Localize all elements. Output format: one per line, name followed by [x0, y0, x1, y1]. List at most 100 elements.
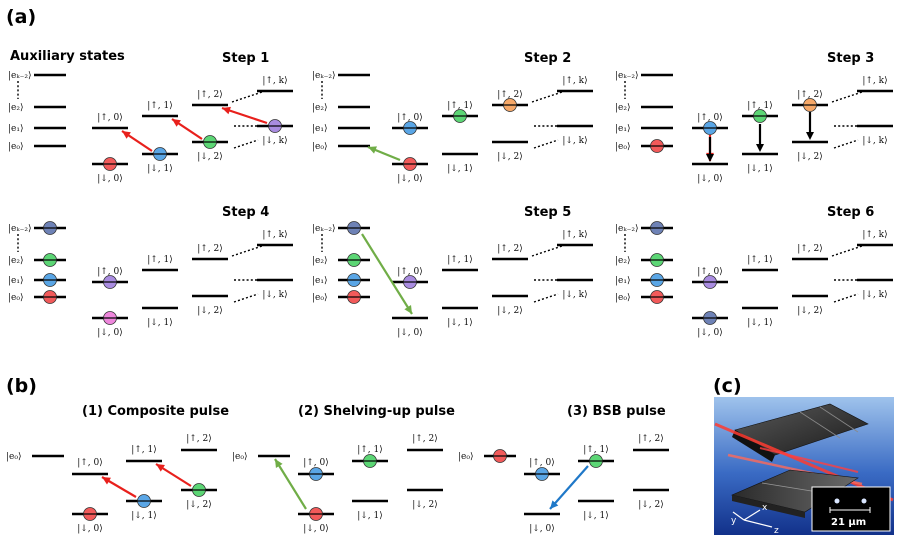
state-label: |e₀⟩ [8, 142, 23, 152]
state-label: |e₂⟩ [8, 256, 23, 266]
state-label: |↑, 0⟩ [97, 113, 123, 123]
panel-label-a: (a) [6, 6, 36, 28]
arrow-head [122, 131, 131, 139]
ion-population [43, 273, 57, 287]
ion-population [703, 121, 717, 135]
ion-population [403, 121, 417, 135]
state-label: |↑, 2⟩ [186, 434, 212, 444]
state-label: |↓, 0⟩ [397, 174, 423, 184]
ion-population [503, 98, 517, 112]
panel-label-b: (b) [6, 375, 37, 397]
state-label: |e₁⟩ [312, 124, 327, 134]
state-label: |↑, 0⟩ [77, 458, 103, 468]
arrow-head [275, 459, 283, 468]
state-label: |↑, k⟩ [562, 76, 587, 86]
ion-population [309, 507, 323, 521]
arrow-head [404, 305, 412, 314]
state-label: |↓, 2⟩ [797, 152, 823, 162]
ion-population [403, 275, 417, 289]
state-label: |↑, 2⟩ [497, 90, 523, 100]
ion-population [650, 253, 664, 267]
state-label: |e₁⟩ [312, 276, 327, 286]
ion-population [363, 454, 377, 468]
state-label: |↓, 1⟩ [583, 511, 609, 521]
ion-population [347, 290, 361, 304]
ion-population [803, 98, 817, 112]
state-label: |e₀⟩ [312, 293, 327, 303]
state-label: |↓, k⟩ [562, 136, 587, 146]
level-diagrams: |eₖ₋₂⟩ |e₂⟩ |e₁⟩ |e₀⟩ |↑, 0⟩ |↑, 1⟩ |↑, 2⟩ |↑, … [6, 71, 893, 534]
state-label: |↑, k⟩ [862, 76, 887, 86]
dotted-connector [533, 139, 559, 149]
dotted-connector [833, 139, 859, 149]
state-label: |↑, 1⟩ [357, 445, 383, 455]
shelving-up-pulse-title: (2) Shelving-up pulse [298, 404, 455, 419]
state-label: |↑, 2⟩ [497, 244, 523, 254]
state-label: |↓, k⟩ [562, 290, 587, 300]
dotted-connector [231, 90, 266, 103]
state-label: |↑, 1⟩ [447, 255, 473, 265]
state-label: |↓, k⟩ [862, 290, 887, 300]
ion-population [103, 311, 117, 325]
state-label: |↑, 2⟩ [197, 244, 223, 254]
arrow-head [806, 132, 814, 140]
state-label: |e₂⟩ [615, 103, 630, 113]
state-label: |e₂⟩ [312, 256, 327, 266]
state-label: |eₖ₋₂⟩ [8, 71, 32, 81]
ion-population [347, 221, 361, 235]
arrow-head [706, 154, 714, 162]
dotted-connector [833, 293, 859, 303]
ion-population [753, 109, 767, 123]
state-label: |e₀⟩ [232, 452, 247, 462]
axis-x-label: x [762, 503, 768, 513]
state-label: |e₀⟩ [312, 142, 327, 152]
transition-arrow [274, 458, 307, 510]
state-label: |↓, 1⟩ [447, 164, 473, 174]
state-label: |↑, 2⟩ [412, 434, 438, 444]
ion-population [203, 135, 217, 149]
arrow-head [756, 144, 764, 152]
step-2-title: Step 2 [524, 51, 571, 66]
ion-population [703, 311, 717, 325]
panel-label-c: (c) [713, 375, 742, 397]
state-label: |↑, 1⟩ [583, 445, 609, 455]
state-label: |↓, 2⟩ [497, 152, 523, 162]
dotted-connector [831, 90, 866, 103]
state-label: |↑, k⟩ [862, 230, 887, 240]
composite-pulse-title: (1) Composite pulse [82, 404, 229, 419]
dotted-connector [233, 139, 259, 149]
dotted-connector [531, 90, 566, 103]
ion-population [153, 147, 167, 161]
ion-population [453, 109, 467, 123]
scale-bar-label: 21 μm [831, 517, 866, 528]
ion-population [650, 273, 664, 287]
state-label: |↓, 1⟩ [131, 511, 157, 521]
ion-spot [834, 498, 840, 504]
state-label: |↓, 2⟩ [497, 306, 523, 316]
ion-population [347, 253, 361, 267]
arrow-head [368, 146, 377, 154]
step-4-title: Step 4 [222, 205, 269, 220]
state-label: |e₀⟩ [458, 452, 473, 462]
state-label: |↓, 2⟩ [412, 500, 438, 510]
state-label: |↑, 1⟩ [147, 255, 173, 265]
state-label: |↓, k⟩ [862, 136, 887, 146]
state-label: |↑, 0⟩ [697, 113, 723, 123]
state-label: |↓, k⟩ [262, 290, 287, 300]
state-label: |↑, 0⟩ [529, 458, 555, 468]
axis-z-label: z [774, 526, 779, 536]
state-label: |↑, 2⟩ [797, 90, 823, 100]
arrow-head [156, 464, 165, 472]
state-label: |e₁⟩ [8, 276, 23, 286]
step-1-title: Step 1 [222, 51, 269, 66]
state-label: |↑, 0⟩ [303, 458, 329, 468]
ion-population [535, 467, 549, 481]
transition-arrow [549, 465, 589, 510]
state-label: |↓, 1⟩ [747, 318, 773, 328]
arrow-head [102, 477, 111, 485]
state-label: |↑, 2⟩ [797, 244, 823, 254]
state-label: |↑, 0⟩ [397, 267, 423, 277]
ion-spot [861, 498, 867, 504]
state-label: |e₁⟩ [615, 276, 630, 286]
